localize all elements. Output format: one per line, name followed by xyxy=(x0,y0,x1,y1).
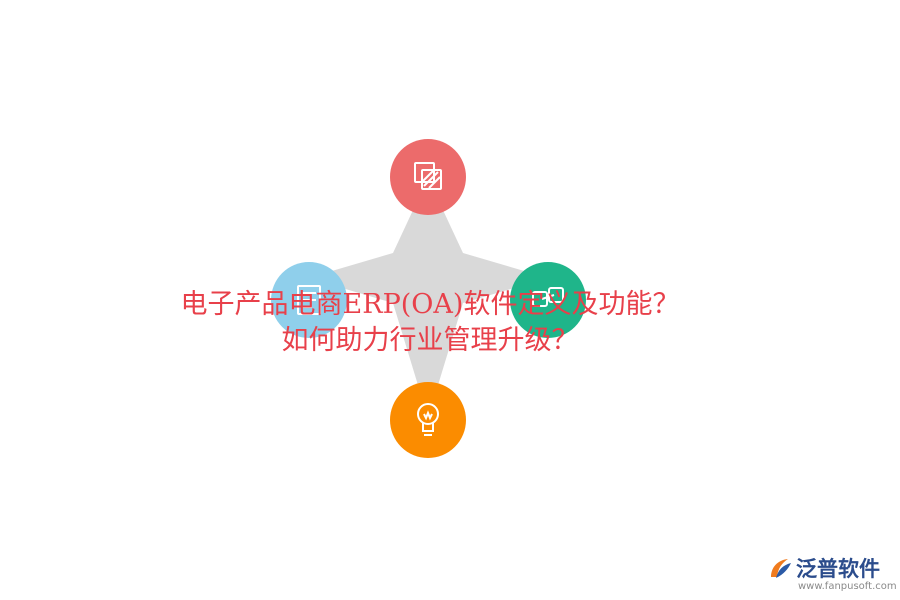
star-shape xyxy=(308,178,548,418)
brand-mark-icon xyxy=(771,559,791,578)
title-line-1: 电子产品电商ERP(OA)软件定义及功能？ xyxy=(180,289,680,320)
node-bottom xyxy=(390,382,466,458)
lightbulb-icon xyxy=(417,403,439,436)
link-icon xyxy=(532,287,564,307)
documents-icon xyxy=(414,162,442,190)
brand-url: www.fanpusoft.com xyxy=(798,581,897,592)
brand-logo: 泛普软件 www.fanpusoft.com xyxy=(768,553,897,598)
title-line-2: 如何助力行业管理升级？ xyxy=(281,325,579,356)
node-bottom-circle xyxy=(390,382,466,458)
node-right xyxy=(510,262,586,338)
brand-name: 泛普软件 xyxy=(796,557,880,581)
document-icon xyxy=(297,285,321,315)
node-left xyxy=(271,262,347,338)
node-top xyxy=(390,139,466,215)
